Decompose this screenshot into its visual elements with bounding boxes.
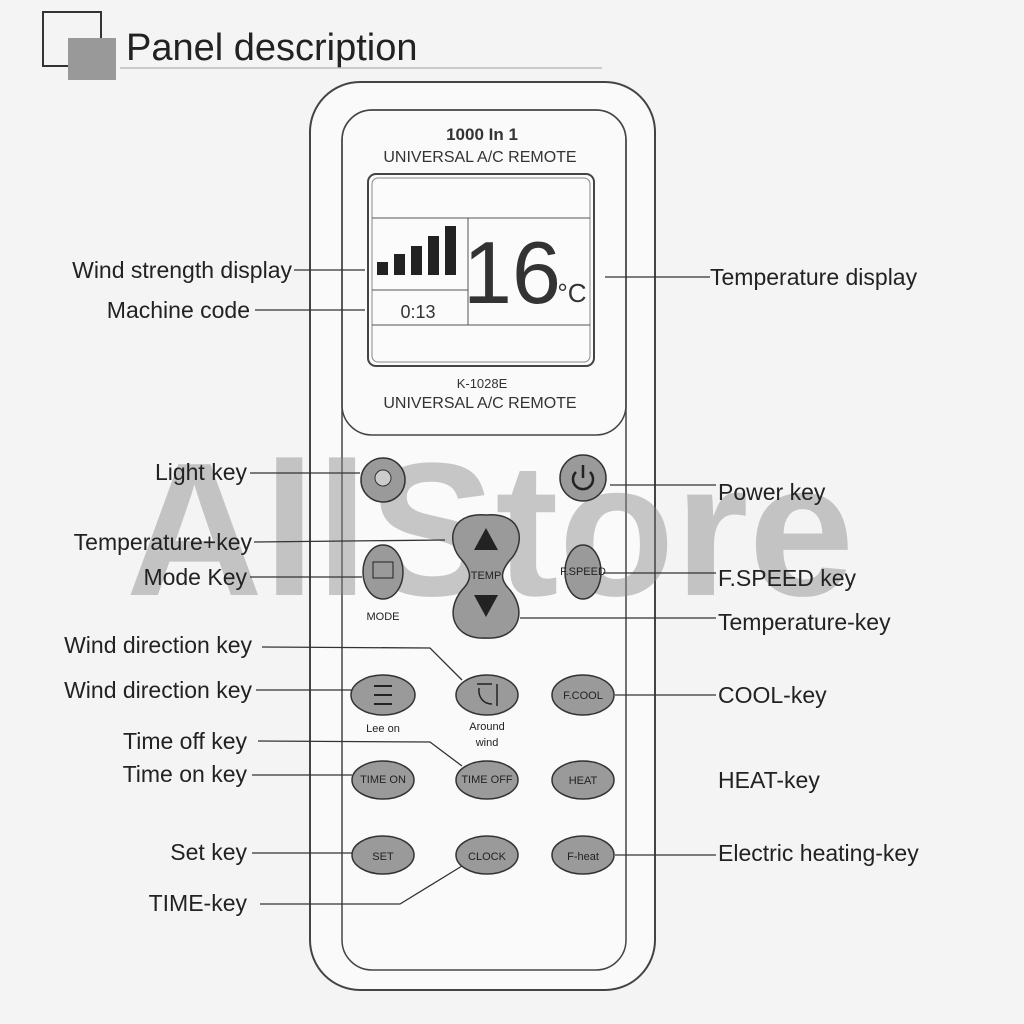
set-button-label: SET bbox=[372, 851, 394, 863]
label-wind-strength-display: Wind strength display bbox=[72, 257, 292, 283]
label-time-off-key: Time off key bbox=[123, 728, 247, 754]
clock-button[interactable]: CLOCK bbox=[455, 835, 519, 875]
label-power-key: Power key bbox=[718, 479, 826, 505]
power-button[interactable] bbox=[559, 454, 607, 502]
label-wind-direction-key-2: Wind direction key bbox=[64, 677, 252, 703]
label-machine-code: Machine code bbox=[107, 297, 250, 323]
clock-button-label: CLOCK bbox=[468, 851, 507, 863]
label-temperature-display: Temperature display bbox=[710, 264, 918, 290]
fspeed-button[interactable]: F.SPEED bbox=[560, 544, 606, 600]
label-cool-key: COOL-key bbox=[718, 682, 827, 708]
label-fspeed-key: F.SPEED key bbox=[718, 565, 857, 591]
label-electric-heating-key: Electric heating-key bbox=[718, 840, 919, 866]
machine-code-readout: 0:13 bbox=[400, 302, 435, 322]
model-text: K-1028E bbox=[457, 376, 508, 391]
mode-icon bbox=[372, 561, 394, 579]
leader-line bbox=[257, 740, 463, 767]
around-wind-icon bbox=[477, 683, 498, 706]
around-wind-label-2: wind bbox=[475, 737, 499, 749]
remote-top-panel bbox=[341, 109, 627, 436]
light-bulb-icon bbox=[374, 469, 392, 487]
power-icon bbox=[571, 471, 595, 491]
cool-button[interactable]: F.COOL bbox=[551, 674, 615, 716]
temperature-unit: °C bbox=[557, 278, 586, 308]
fheat-button-label: F-heat bbox=[567, 851, 599, 863]
leader-line bbox=[261, 646, 463, 681]
around-wind-label: Around bbox=[469, 721, 504, 733]
time-off-button-label: TIME OFF bbox=[461, 774, 513, 786]
label-temperature-minus-key: Temperature-key bbox=[718, 609, 891, 635]
label-wind-direction-key-1: Wind direction key bbox=[64, 632, 252, 658]
mode-label: MODE bbox=[367, 611, 400, 623]
heat-button[interactable]: HEAT bbox=[551, 760, 615, 800]
light-button[interactable] bbox=[360, 457, 406, 503]
leader-line bbox=[260, 865, 463, 905]
brand-text: 1000 In 1 bbox=[446, 125, 518, 144]
around-wind-button[interactable] bbox=[455, 674, 519, 716]
temperature-up-button[interactable] bbox=[474, 528, 498, 550]
label-time-key: TIME-key bbox=[149, 890, 248, 916]
leaf-on-label: Lee on bbox=[366, 723, 400, 735]
label-heat-key: HEAT-key bbox=[718, 767, 820, 793]
temperature-down-button[interactable] bbox=[474, 595, 498, 617]
bottom-subtitle: UNIVERSAL A/C REMOTE bbox=[383, 395, 576, 412]
set-button[interactable]: SET bbox=[351, 835, 415, 875]
temperature-rocker[interactable]: TEMP bbox=[451, 514, 521, 639]
label-time-on-key: Time on key bbox=[123, 761, 248, 787]
heat-button-label: HEAT bbox=[569, 775, 598, 787]
fspeed-button-label: F.SPEED bbox=[560, 566, 606, 578]
label-temperature-plus-key: Temperature+key bbox=[74, 529, 253, 555]
label-set-key: Set key bbox=[170, 839, 247, 865]
fheat-button[interactable]: F-heat bbox=[551, 835, 615, 875]
label-mode-key: Mode Key bbox=[143, 564, 247, 590]
temperature-readout: 16 bbox=[463, 223, 561, 322]
time-on-button-label: TIME ON bbox=[360, 774, 406, 786]
cool-button-label: F.COOL bbox=[563, 690, 603, 702]
swing-icon bbox=[374, 685, 392, 705]
page-title: Panel description bbox=[126, 27, 418, 69]
time-on-button[interactable]: TIME ON bbox=[351, 760, 415, 800]
lcd-display: 16 °C 0:13 bbox=[367, 173, 595, 367]
temp-label: TEMP bbox=[471, 570, 502, 582]
leader-line bbox=[253, 539, 446, 543]
header-filled-square bbox=[68, 38, 116, 80]
top-subtitle: UNIVERSAL A/C REMOTE bbox=[383, 149, 576, 166]
label-light-key: Light key bbox=[155, 459, 248, 485]
time-off-button[interactable]: TIME OFF bbox=[455, 760, 519, 800]
mode-button[interactable] bbox=[362, 544, 404, 600]
wind-direction-leaf-button[interactable] bbox=[350, 674, 416, 716]
wind-strength-bars bbox=[377, 226, 456, 275]
